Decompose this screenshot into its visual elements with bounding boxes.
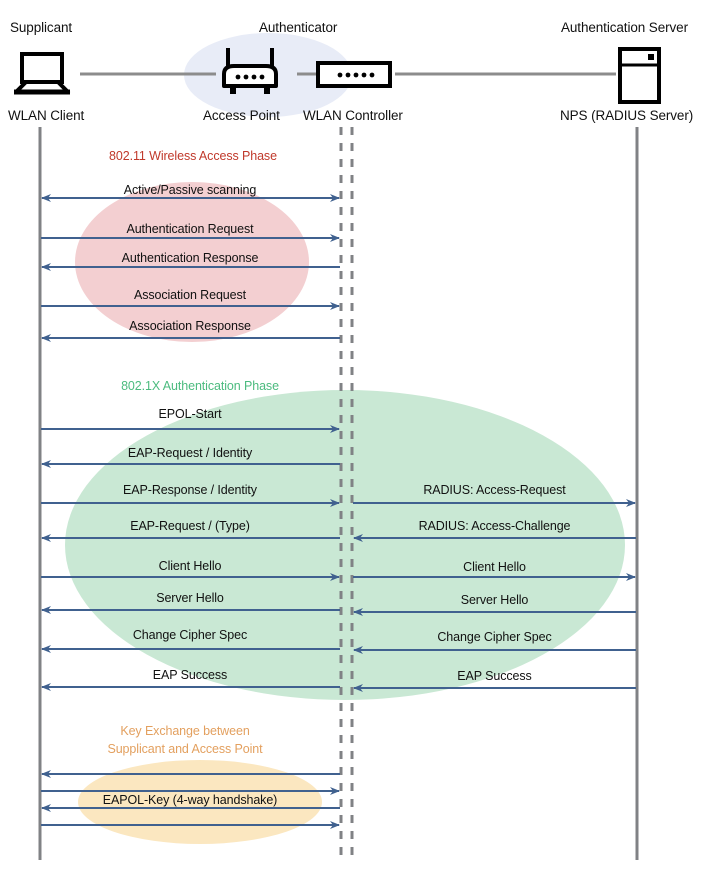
message-label-active-passive-scanning: Active/Passive scanning bbox=[123, 183, 257, 197]
phase-title-key-exchange-line1: Key Exchange between bbox=[120, 724, 250, 738]
phase-title-8021x-authentication: 802.1X Authentication Phase bbox=[121, 379, 279, 393]
message-label-change-cipher-spec-left: Change Cipher Spec bbox=[132, 628, 248, 642]
message-label-server-hello-left: Server Hello bbox=[156, 591, 224, 605]
role-label-authentication-server: Authentication Server bbox=[561, 20, 688, 35]
message-label-association-request: Association Request bbox=[133, 288, 247, 302]
message-label-eap-request-type: EAP-Request / (Type) bbox=[130, 519, 250, 533]
message-label-eap-success-left: EAP Success bbox=[152, 668, 228, 682]
phase2-arrows-left bbox=[41, 425, 340, 691]
phase-title-key-exchange-line2: Supplicant and Access Point bbox=[107, 742, 263, 756]
server-icon bbox=[618, 47, 661, 104]
node-label-access-point: Access Point bbox=[203, 108, 280, 123]
message-label-radius-access-challenge: RADIUS: Access-Challenge bbox=[418, 519, 571, 533]
node-label-wlan-client: WLAN Client bbox=[8, 108, 85, 123]
node-label-nps-radius-server: NPS (RADIUS Server) bbox=[560, 108, 694, 123]
phase3-arrows bbox=[41, 770, 340, 829]
phase-title-80211-wireless-access: 802.11 Wireless Access Phase bbox=[109, 149, 277, 163]
phase3-ellipse bbox=[78, 760, 322, 844]
laptop-icon bbox=[14, 52, 70, 95]
message-label-association-response: Association Response bbox=[129, 319, 251, 333]
phase1-arrows bbox=[41, 194, 340, 342]
message-label-change-cipher-spec-right: Change Cipher Spec bbox=[437, 630, 552, 644]
phase2-arrows-right bbox=[353, 499, 636, 692]
message-label-eap-request-identity: EAP-Request / Identity bbox=[127, 446, 253, 460]
phase2-ellipse bbox=[65, 390, 625, 700]
message-label-client-hello-left: Client Hello bbox=[158, 559, 222, 573]
message-label-eap-response-identity: EAP-Response / Identity bbox=[123, 483, 257, 497]
node-label-wlan-controller: WLAN Controller bbox=[303, 108, 403, 123]
phase-title-key-exchange: Key Exchange between Supplicant and Acce… bbox=[0, 722, 370, 758]
wireless-access-point-icon bbox=[222, 48, 278, 94]
message-label-server-hello-right: Server Hello bbox=[460, 593, 529, 607]
message-label-authentication-response: Authentication Response bbox=[121, 251, 259, 265]
message-label-eap-success-right: EAP Success bbox=[457, 669, 532, 683]
message-label-authentication-request: Authentication Request bbox=[126, 222, 254, 236]
message-label-radius-access-request: RADIUS: Access-Request bbox=[423, 483, 566, 497]
message-label-epol-start: EPOL-Start bbox=[158, 407, 222, 421]
role-label-supplicant: Supplicant bbox=[10, 20, 73, 35]
role-label-authenticator: Authenticator bbox=[259, 20, 338, 35]
network-controller-icon bbox=[316, 61, 392, 88]
message-label-eapol-key-handshake: EAPOL-Key (4-way handshake) bbox=[102, 793, 278, 807]
phase1-ellipse bbox=[75, 182, 309, 342]
message-label-client-hello-right: Client Hello bbox=[463, 560, 526, 574]
